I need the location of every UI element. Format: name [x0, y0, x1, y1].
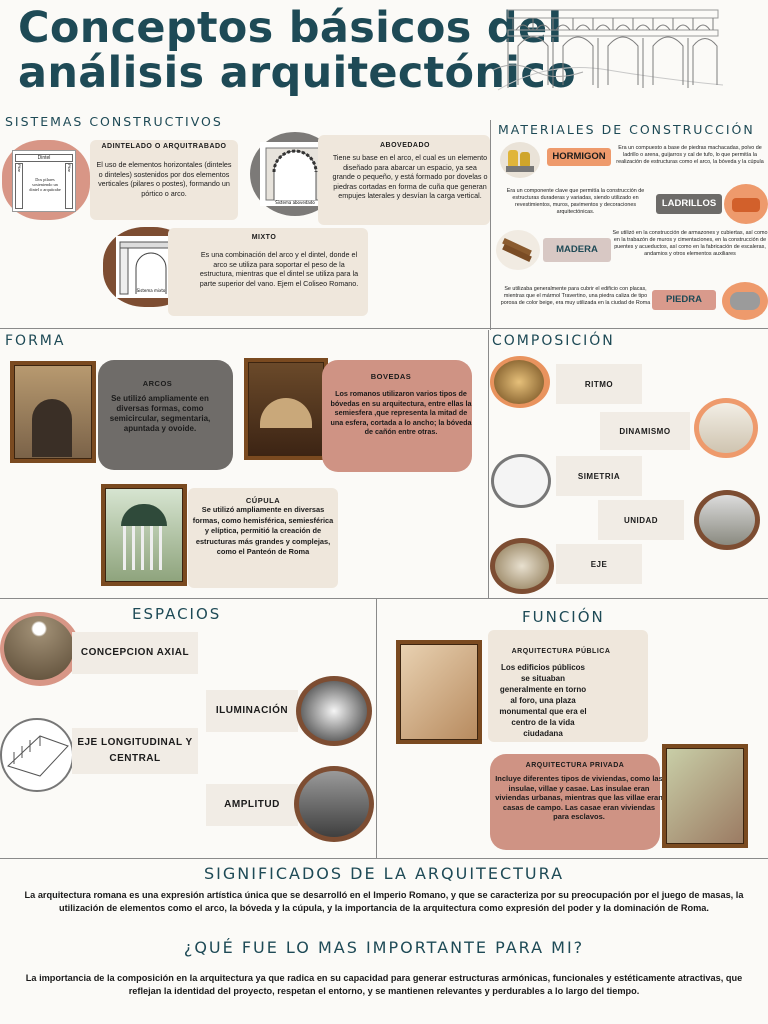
- funcion-heading: FUNCIÓN: [522, 608, 605, 626]
- publica-image: [396, 640, 482, 744]
- privada-text: Incluye diferentes tipos de viviendas, c…: [495, 774, 663, 821]
- adintelado-text: El uso de elementos horizontales (dintel…: [96, 160, 232, 198]
- material-madera-label: MADERA: [543, 238, 611, 262]
- divider-h3: [0, 858, 768, 859]
- arcos-card: [98, 360, 233, 470]
- divider-v1: [490, 120, 491, 330]
- stone-pile-icon: [722, 282, 768, 320]
- composicion-unidad: UNIDAD: [598, 500, 684, 540]
- arch-diagram-icon: Dintel Pilar Pilar Dos pilares sostenien…: [12, 150, 76, 212]
- publica-card: [488, 630, 648, 742]
- sistemas-heading: SISTEMAS CONSTRUCTIVOS: [5, 114, 223, 129]
- privada-card: [490, 754, 660, 850]
- axial-plan-icon: [0, 718, 74, 792]
- divider-v3: [376, 598, 377, 858]
- bovedas-image: [244, 358, 328, 460]
- iluminacion-image-border: [296, 676, 372, 746]
- forma-heading: FORMA: [5, 333, 66, 349]
- espacios-amplitud: AMPLITUD: [206, 784, 298, 826]
- bovedas-title: BOVEDAS: [370, 372, 412, 381]
- espacios-eje-longitudinal: EJE LONGITUDINAL Y CENTRAL: [72, 728, 198, 774]
- mixto-card: [168, 228, 368, 316]
- bovedas-text: Los romanos utilizaron varios tipos de b…: [330, 389, 472, 436]
- arcos-image: [10, 361, 96, 463]
- mixto-text: Es una combinación del arco y el dintel,…: [199, 250, 359, 288]
- abovedado-text: Tiene su base en el arco, el cual es un …: [332, 153, 488, 200]
- diagram-left-label: Pilar: [15, 163, 23, 209]
- cupula-text: Se utilizó ampliamente en diversas forma…: [192, 505, 334, 556]
- composicion-simetria: SIMETRIA: [556, 456, 642, 496]
- significados-heading: SIGNIFICADOS DE LA ARQUITECTURA: [203, 864, 565, 883]
- brick-pile-icon: [724, 184, 768, 224]
- material-madera-text: Se utilizó en la construcción de armazon…: [612, 230, 768, 257]
- simetria-image-border: [491, 454, 551, 508]
- material-piedra-text: Se utilizaba generalmente para cubrir el…: [500, 286, 651, 306]
- composicion-dinamismo: DINAMISMO: [600, 412, 690, 450]
- materiales-heading: MATERIALES DE CONSTRUCCIÓN: [498, 122, 755, 137]
- publica-title: ARQUITECTURA PÚBLICA: [511, 648, 611, 655]
- wood-logs-icon: [496, 230, 540, 270]
- divider-v2: [488, 330, 489, 598]
- ritmo-image-border: [490, 356, 550, 408]
- arcos-text: Se utilizó ampliamente en diversas forma…: [109, 394, 211, 433]
- diagram-top-label: Dintel: [15, 154, 73, 162]
- adintelado-card: [90, 140, 238, 220]
- arcos-title: ARCOS: [142, 379, 173, 388]
- abovedado-card: [318, 135, 490, 225]
- diagram-right-label: Pilar: [65, 163, 73, 209]
- divider-h1: [0, 328, 768, 329]
- privada-image: [662, 744, 748, 848]
- concepcion-image-border: [0, 612, 80, 686]
- page-title: Conceptos básicos del análisis arquitect…: [18, 3, 576, 98]
- unidad-image-border: [694, 490, 760, 550]
- material-piedra-label: PIEDRA: [652, 290, 716, 310]
- material-ladrillos-label: LADRILLOS: [656, 194, 722, 214]
- cupula-title: CÚPULA: [245, 496, 281, 505]
- espacios-concepcion-axial: CONCEPCION AXIAL: [72, 632, 198, 674]
- aqueduct-sketch: [492, 9, 724, 91]
- eje-image-border: [490, 538, 554, 594]
- material-ladrillos-text: Era un componente clave que permitía la …: [506, 188, 645, 215]
- cupula-card: [188, 488, 338, 588]
- amplitud-image-border: [294, 766, 374, 842]
- cupula-image: [101, 484, 187, 586]
- significados-text: La arquitectura romana es una expresión …: [24, 890, 744, 913]
- mixto-caption: Sistema mixto: [137, 288, 166, 293]
- importante-heading: ¿QUÉ FUE LO MAS IMPORTANTE PARA MI?: [183, 938, 585, 957]
- adintelado-title: ADINTELADO O ARQUITRABADO: [101, 143, 227, 150]
- mixto-title: MIXTO: [251, 234, 277, 241]
- dinamismo-image-border: [694, 398, 758, 458]
- bovedas-card: [322, 360, 472, 472]
- material-hormigon-text: Era un compuesto a base de piedras macha…: [616, 145, 764, 165]
- abovedado-title: ABOVEDADO: [379, 142, 430, 149]
- espacios-heading: ESPACIOS: [132, 605, 222, 623]
- material-hormigon-label: HORMIGON: [547, 148, 611, 166]
- composicion-ritmo: RITMO: [556, 364, 642, 404]
- publica-text: Los edificios públicos se situaban gener…: [499, 663, 587, 738]
- concrete-workers-icon: [500, 142, 540, 178]
- composicion-heading: COMPOSICIÓN: [492, 333, 615, 349]
- espacios-iluminacion: ILUMINACIÓN: [206, 690, 298, 732]
- diagram-center-label: Dos pilares sosteniendo un dintel o arqu…: [29, 177, 61, 192]
- abovedado-caption: Sistema abovedado: [275, 200, 315, 205]
- composicion-eje: EJE: [556, 544, 642, 584]
- divider-h2: [0, 598, 768, 599]
- privada-title: ARQUITECTURA PRIVADA: [525, 762, 625, 769]
- importante-text: La importancia de la composición en la a…: [25, 973, 743, 996]
